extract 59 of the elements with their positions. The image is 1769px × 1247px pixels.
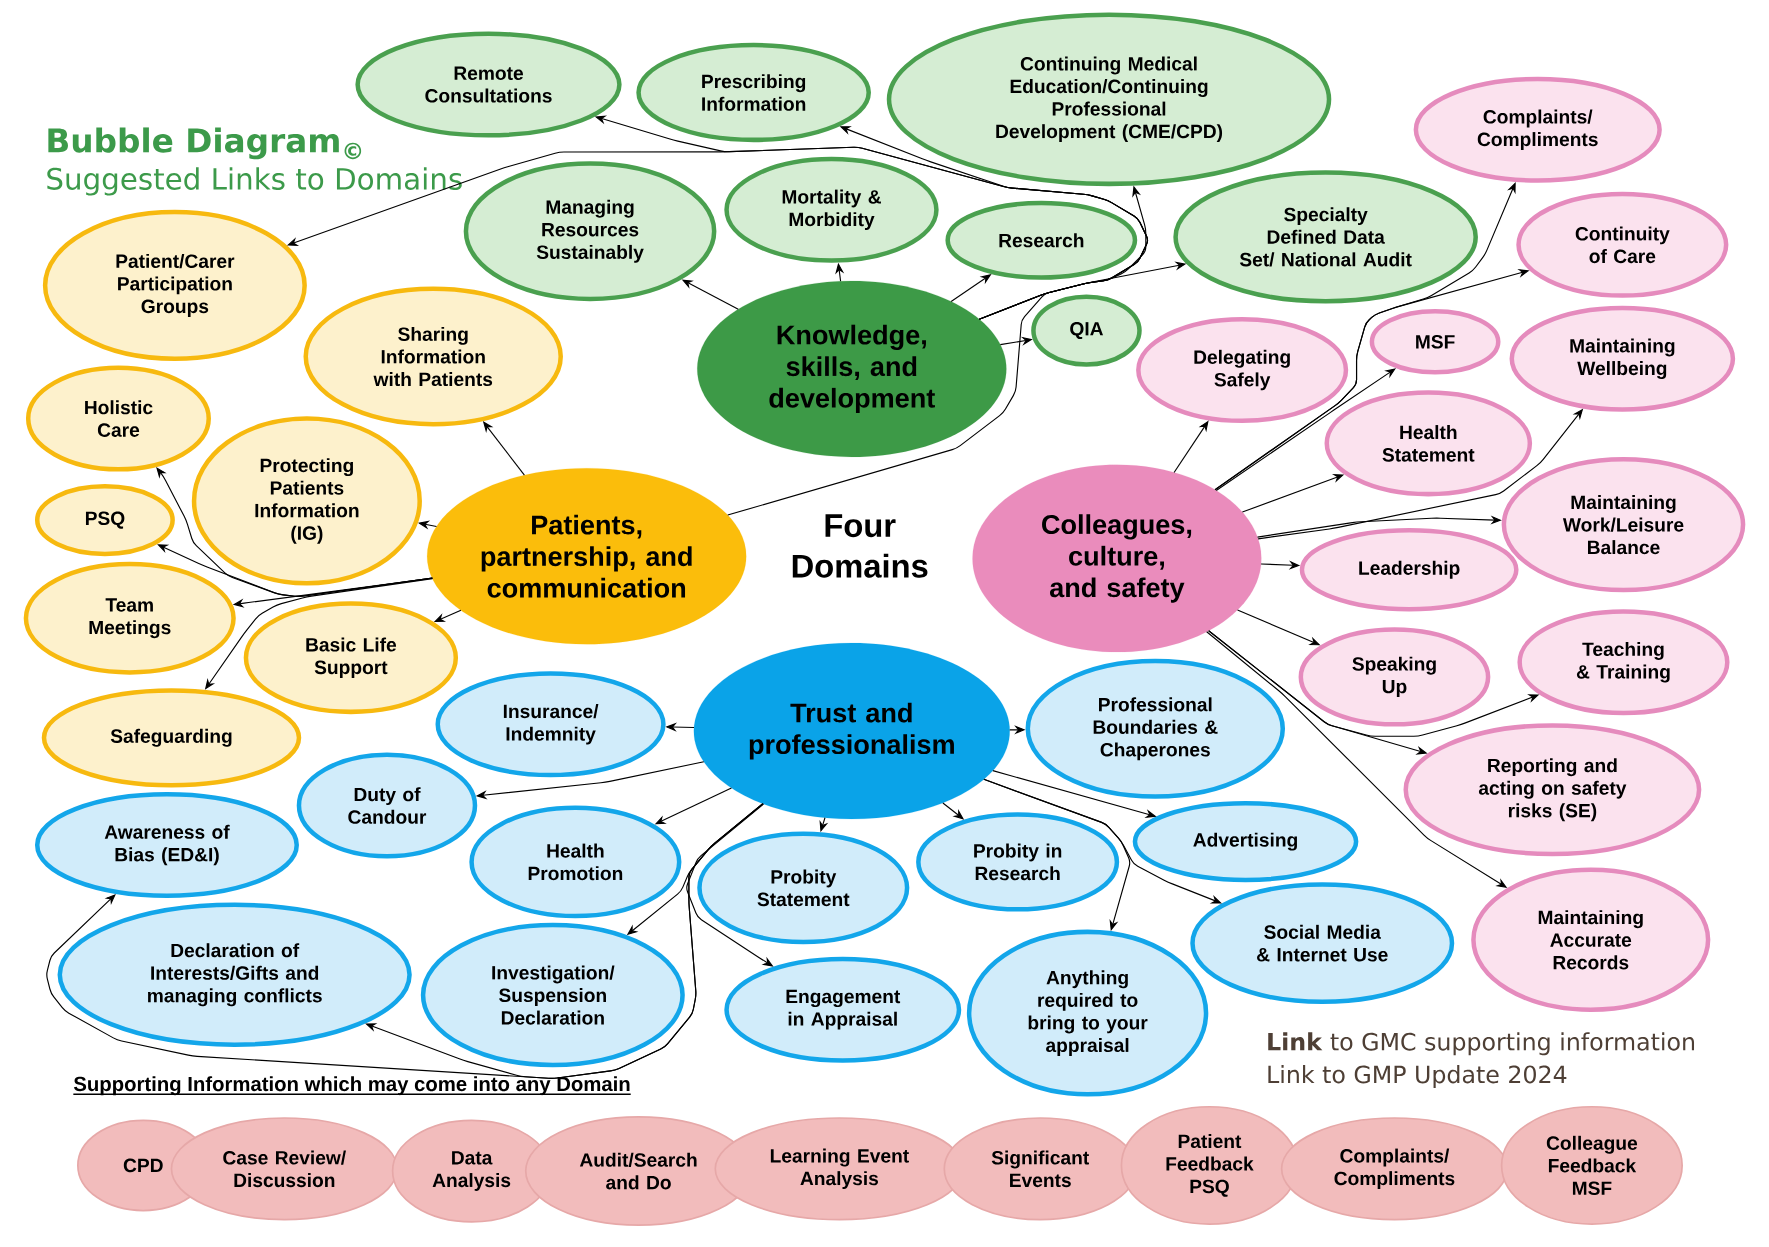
topic-bubble: Duty of Candour (296, 752, 478, 859)
arrow (983, 778, 1222, 904)
topic-bubble: Anything required to bring to your appraisal (966, 929, 1209, 1097)
topic-bubble: Sharing Information with Patients (303, 286, 563, 427)
topic-bubble: Maintaining Wellbeing (1509, 305, 1736, 412)
heading: Four Domains (792, 514, 928, 578)
topic-bubble: Prescribing Information (636, 43, 871, 143)
topic-bubble: Research (945, 200, 1138, 280)
topic-bubble: Maintaining Accurate Records (1471, 867, 1711, 1013)
arrow (157, 544, 433, 598)
supporting-info-bubble: Patient Feedback PSQ (1120, 1106, 1299, 1226)
supporting-info-bubble: Data Analysis (391, 1119, 552, 1223)
topic-bubble: Health Promotion (469, 805, 682, 919)
topic-bubble: Delegating Safely (1136, 317, 1349, 424)
link-text: Link to GMC supporting information (1268, 1032, 1694, 1056)
topic-bubble: Mortality & Morbidity (724, 156, 939, 264)
topic-bubble: Leadership (1299, 528, 1519, 612)
topic-bubble: Probity Statement (697, 831, 910, 945)
topic-bubble: Basic Life Support (243, 601, 459, 715)
topic-bubble: Engagement in Appraisal (724, 956, 962, 1063)
topic-bubble: Specialty Defined Data Set/ National Audit (1173, 170, 1478, 304)
topic-bubble: MSF (1369, 309, 1501, 375)
topic-bubble: PSQ (35, 484, 175, 557)
domain-bubble: Colleagues, culture, and safety (972, 464, 1262, 653)
topic-bubble: Continuing Medical Education/Continuing Professional Development (CME/CPD) (886, 12, 1332, 187)
topic-bubble: Awareness of Bias (ED&I) (35, 792, 299, 899)
topic-bubble: Advertising (1132, 801, 1359, 883)
domain-bubble: Knowledge, skills, and development (697, 281, 1007, 458)
topic-bubble: Maintaining Work/Leisure Balance (1501, 457, 1746, 593)
subtitle: Suggested Links to Domains (47, 167, 462, 196)
topic-bubble: Professional Boundaries & Chaperones (1025, 659, 1286, 799)
section-heading: Supporting Information which may come into any Domain (72, 1076, 632, 1096)
topic-bubble: Health Statement (1324, 390, 1533, 497)
topic-bubble: QIA (1031, 294, 1142, 367)
topic-bubble: Probity in Research (916, 812, 1120, 912)
topic-bubble: Declaration of Interests/Gifts and managing conflicts (57, 902, 412, 1048)
link-text: Link to GMP Update 2024 (1268, 1065, 1567, 1089)
domain-bubble: Trust and professionalism (693, 643, 1010, 820)
topic-bubble: Protecting Patients Information (IG) (191, 416, 422, 586)
supporting-info-bubble: Colleague Feedback MSF (1500, 1106, 1683, 1226)
topic-bubble: Complaints/ Compliments (1413, 76, 1662, 183)
topic-bubble: Team Meetings (23, 562, 236, 675)
topic-bubble: Investigation/ Suspension Declaration (420, 923, 685, 1068)
topic-bubble: Continuity of Care (1516, 191, 1729, 298)
supporting-info-bubble: Case Review/ Discussion (170, 1117, 398, 1221)
topic-bubble: Teaching & Training (1517, 609, 1730, 716)
supporting-info-bubble: Audit/Search and Do (524, 1116, 753, 1227)
topic-bubble: Speaking Up (1298, 627, 1491, 727)
supporting-info-bubble: Complaints/ Compliments (1280, 1117, 1509, 1221)
supporting-info-bubble: Learning Event Analysis (714, 1117, 965, 1221)
topic-bubble: Safeguarding (41, 688, 302, 788)
topic-bubble: Holistic Care (25, 365, 211, 472)
topic-bubble: Insurance/ Indemnity (435, 671, 666, 778)
topic-bubble: Managing Resources Sustainably (463, 161, 717, 302)
topic-bubble: Patient/Carer Participation Groups (42, 210, 307, 362)
topic-bubble: Remote Consultations (355, 31, 622, 138)
topic-bubble: Social Media & Internet Use (1190, 882, 1455, 1005)
domain-bubble: Patients, partnership, and communication (427, 468, 747, 645)
supporting-info-bubble: Significant Events (943, 1117, 1137, 1221)
